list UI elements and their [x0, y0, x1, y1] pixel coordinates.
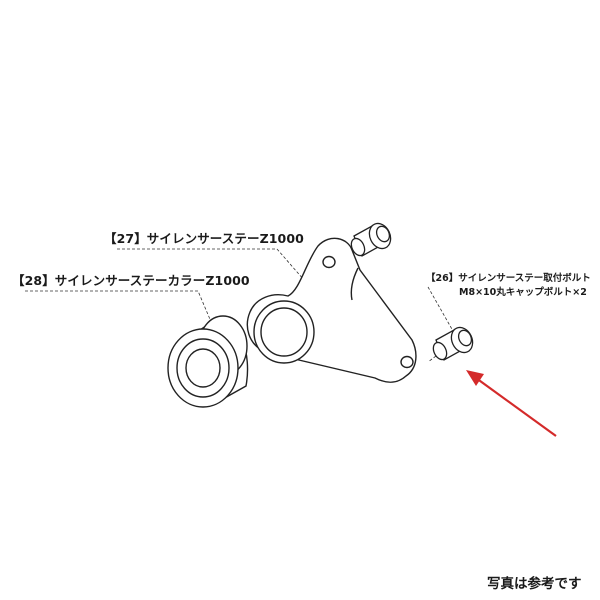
part-label-27: 【27】サイレンサーステーZ1000 — [104, 231, 304, 246]
stay-lower-hole — [400, 355, 414, 369]
stay-plate-edge — [350, 267, 359, 301]
stay-bolt-lower — [432, 326, 474, 361]
leader-line-28 — [25, 290, 213, 325]
stay-upper-hole — [322, 255, 336, 269]
bolt-upper-head-face — [375, 225, 391, 243]
silencer-stay — [246, 237, 417, 383]
red-arrow — [466, 370, 557, 437]
bolt-lower-shank-end — [432, 341, 448, 361]
stay-boss-inner — [260, 307, 308, 357]
bolt-upper-shank-end — [350, 237, 366, 257]
reference-photo-caption: 写真は参考です — [487, 576, 582, 592]
bolt-lower-head-face — [457, 329, 473, 347]
part-label-28: 【28】サイレンサーステーカラーZ1000 — [12, 273, 250, 288]
stay-bolt-upper — [350, 222, 392, 257]
part-label-26: 【26】サイレンサーステー取付ボルト — [426, 273, 591, 284]
red-arrow-head — [466, 370, 484, 386]
collar-bore — [185, 348, 221, 388]
silencer-stay-collar — [167, 315, 249, 408]
part-label-26-spec: M8×10丸キャップボルト×2 — [459, 287, 587, 298]
red-arrow-shaft — [475, 377, 557, 437]
